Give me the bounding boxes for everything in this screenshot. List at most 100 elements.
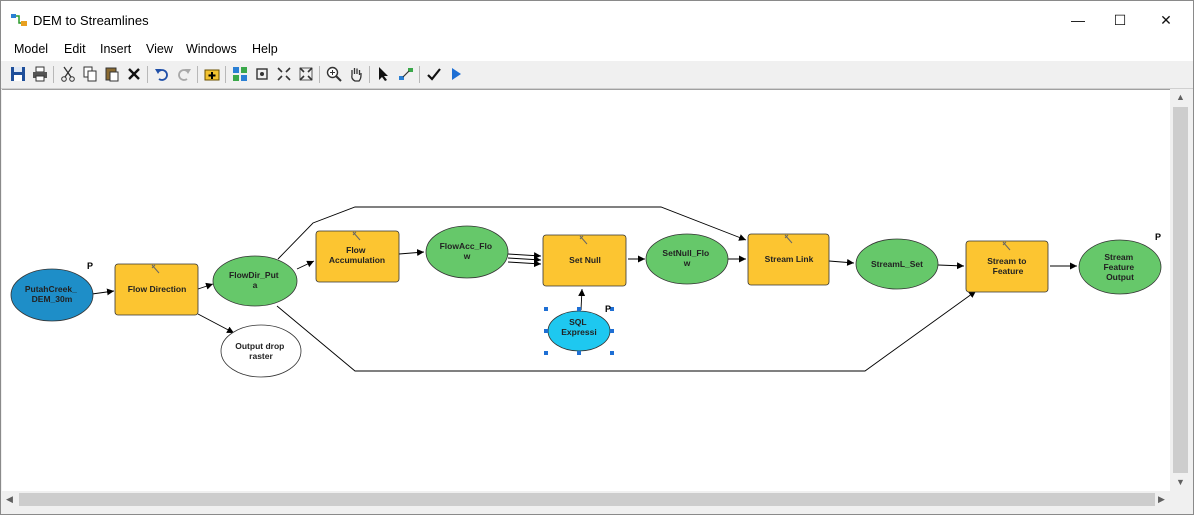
selection-handle[interactable] xyxy=(610,307,614,311)
connector[interactable] xyxy=(398,249,425,257)
input-dataset-putahcreek-dem[interactable]: PutahCreek_ DEM_30m xyxy=(10,268,94,322)
node-label-line: PutahCreek_ xyxy=(25,284,77,294)
minimize-button[interactable]: — xyxy=(1055,1,1101,39)
node-label: Stream Feature Output xyxy=(1103,252,1136,282)
connector[interactable] xyxy=(937,262,965,270)
menu-view[interactable]: View xyxy=(146,42,173,56)
toolbar-separator xyxy=(147,66,148,83)
node-label-line: Output drop xyxy=(235,341,284,351)
selection-handle[interactable] xyxy=(544,351,548,355)
menu-model[interactable]: Model xyxy=(14,42,49,56)
close-button[interactable]: ✕ xyxy=(1143,1,1189,39)
zoom-out-fixed-icon[interactable] xyxy=(297,65,315,83)
node-label-line: Output xyxy=(1106,272,1134,282)
node-label-line: FlowAcc_Flo xyxy=(440,241,492,251)
toolbar-separator xyxy=(53,66,54,83)
maximize-button[interactable]: ☐ xyxy=(1097,1,1143,39)
toolbar-separator xyxy=(225,66,226,83)
undo-icon[interactable] xyxy=(153,65,171,83)
selection-handle[interactable] xyxy=(610,351,614,355)
pan-icon[interactable] xyxy=(347,65,365,83)
print-icon[interactable] xyxy=(31,65,49,83)
connector[interactable] xyxy=(507,260,542,268)
selection-handle[interactable] xyxy=(610,329,614,333)
redo-icon[interactable] xyxy=(175,65,193,83)
connect-icon[interactable] xyxy=(397,65,415,83)
zoom-in-icon[interactable] xyxy=(325,65,343,83)
tool-stream-to-feature[interactable]: Stream to Feature xyxy=(965,240,1049,293)
hammer-icon xyxy=(1002,241,1011,251)
tool-flow-accumulation[interactable]: Flow Accumulation xyxy=(315,230,400,283)
derived-data-setnull[interactable]: SetNull_Flo w xyxy=(645,233,729,285)
derived-data-stream-feature-output[interactable]: Stream Feature Output xyxy=(1078,239,1162,295)
vertical-scrollbar[interactable]: ▲ ▼ xyxy=(1170,89,1192,491)
tool-rectangle xyxy=(542,234,627,287)
hammer-icon xyxy=(784,234,793,244)
paste-icon[interactable] xyxy=(103,65,121,83)
full-extent-icon[interactable] xyxy=(253,65,271,83)
selection-handle[interactable] xyxy=(544,307,548,311)
node-label-line: w xyxy=(683,258,691,268)
derived-data-streaml[interactable]: StreamL_Set xyxy=(855,238,939,290)
selection-handle[interactable] xyxy=(577,351,581,355)
connector[interactable] xyxy=(507,252,542,260)
connector[interactable] xyxy=(828,258,855,266)
toolbar-separator xyxy=(419,66,420,83)
node-label: FlowAcc_Flo w xyxy=(440,241,495,261)
zoom-in-fixed-icon[interactable] xyxy=(275,65,293,83)
tool-rectangle xyxy=(114,263,199,316)
hammer-icon xyxy=(579,235,588,245)
derived-data-flowdir[interactable]: FlowDir_Put a xyxy=(212,255,298,307)
add-data-icon[interactable] xyxy=(203,65,221,83)
scroll-left-icon[interactable]: ◀ xyxy=(6,494,13,504)
tool-set-null[interactable]: Set Null xyxy=(542,234,627,287)
connector[interactable] xyxy=(277,206,747,260)
menu-windows[interactable]: Windows xyxy=(186,42,237,56)
parameter-marker: P xyxy=(87,261,93,271)
derived-data-ellipse xyxy=(855,238,939,290)
selection-handle[interactable] xyxy=(577,307,581,311)
node-label-line: FlowDir_Put xyxy=(229,270,279,280)
connector[interactable] xyxy=(578,288,586,311)
auto-layout-icon[interactable] xyxy=(231,65,249,83)
cut-icon[interactable] xyxy=(59,65,77,83)
save-icon[interactable] xyxy=(9,65,27,83)
scroll-right-icon[interactable]: ▶ xyxy=(1158,494,1165,504)
derived-data-output-drop-raster[interactable]: Output drop raster xyxy=(220,324,302,378)
select-icon[interactable] xyxy=(375,65,393,83)
vertical-scroll-thumb[interactable] xyxy=(1173,107,1188,473)
connector[interactable] xyxy=(197,282,214,290)
node-label-line: SetNull_Flo xyxy=(662,248,709,258)
run-icon[interactable] xyxy=(447,65,465,83)
menu-insert[interactable]: Insert xyxy=(100,42,132,56)
connector[interactable] xyxy=(276,290,977,372)
horizontal-scroll-thumb[interactable] xyxy=(19,493,1155,506)
input-dataset-ellipse xyxy=(10,268,94,322)
tool-stream-link[interactable]: Stream Link xyxy=(747,233,830,286)
scroll-down-icon[interactable]: ▼ xyxy=(1176,477,1185,487)
horizontal-scrollbar[interactable]: ◀ ▶ xyxy=(2,491,1170,509)
menu-help[interactable]: Help xyxy=(252,42,278,56)
menu-edit[interactable]: Edit xyxy=(64,42,86,56)
scroll-up-icon[interactable]: ▲ xyxy=(1176,92,1185,102)
node-label-line: Feature xyxy=(1103,262,1134,272)
parameter-marker: P xyxy=(605,304,611,314)
node-label: FlowDir_Put a xyxy=(229,270,281,290)
selection-handle[interactable] xyxy=(544,329,548,333)
tool-rectangle xyxy=(965,240,1049,293)
derived-data-flowacc[interactable]: FlowAcc_Flo w xyxy=(425,225,509,279)
parameter-sql-expression[interactable]: SQL Expressi xyxy=(544,307,614,355)
copy-icon[interactable] xyxy=(81,65,99,83)
validate-icon[interactable] xyxy=(425,65,443,83)
node-label: Flow Accumulation xyxy=(329,245,385,265)
connector[interactable] xyxy=(197,313,235,334)
delete-icon[interactable] xyxy=(125,65,143,83)
tool-rectangle xyxy=(315,230,400,283)
window-title: DEM to Streamlines xyxy=(33,13,149,28)
connector[interactable] xyxy=(296,260,315,270)
tool-flow-direction[interactable]: Flow Direction xyxy=(114,263,199,316)
model-builder-icon xyxy=(11,14,27,26)
connector[interactable] xyxy=(91,288,115,296)
connector[interactable] xyxy=(507,256,542,264)
